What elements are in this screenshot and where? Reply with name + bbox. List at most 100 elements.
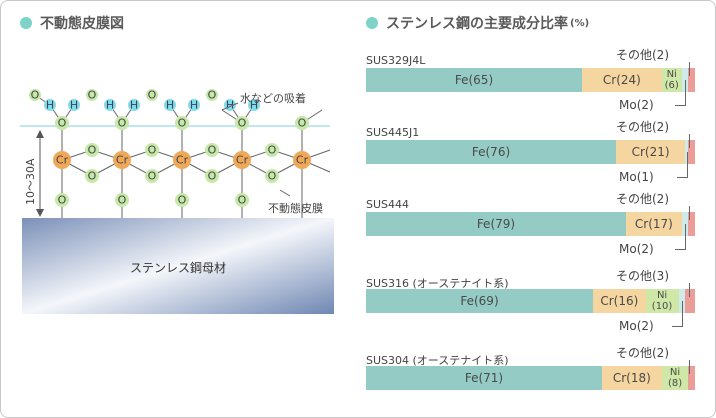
oxygen-atom-circle (175, 193, 189, 207)
oxygen-atom: O (295, 116, 309, 130)
callout-leader (677, 177, 688, 178)
thickness-label: 10～30A (24, 158, 37, 205)
composition-bar: Fe(65)Cr(24) Ni(6) (366, 68, 695, 92)
callout-other: その他(2) (616, 48, 669, 62)
oxygen-atom-symbol: O (148, 144, 157, 157)
callout-leader (689, 206, 690, 220)
oxygen-atom-symbol: O (238, 194, 247, 207)
oxygen-atom: O (175, 193, 189, 207)
water-label: 水などの吸着 (240, 91, 306, 105)
callout-other: その他(2) (616, 346, 669, 360)
oxygen-atom: O (86, 89, 98, 102)
oxygen-atom-circle (175, 116, 189, 130)
hydrogen-atom-symbol: H (70, 99, 78, 112)
oxygen-atom-symbol: O (178, 117, 187, 130)
chromium-atom: Cr (53, 151, 71, 169)
oxygen-atom-circle (145, 169, 159, 183)
oxygen-atom-circle (55, 116, 69, 130)
oxygen-atom-circle (205, 143, 219, 157)
chromium-atom-symbol: Cr (176, 154, 189, 167)
heading-bullet-icon (20, 17, 32, 29)
chromium-atom-circle (53, 151, 71, 169)
left-heading: 不動態皮膜図 (20, 13, 124, 33)
hydrogen-atom-symbol: H (130, 99, 138, 112)
bar-segment-fe: Fe(71) (366, 366, 602, 390)
oxygen-atom: O (265, 169, 279, 183)
callout-leader (685, 224, 686, 250)
composition-bar: Fe(69)Cr(16)Ni(10) (366, 289, 695, 313)
hydrogen-atom-circle (104, 99, 116, 111)
hydrogen-atom-symbol: H (166, 99, 174, 112)
chromium-atom-circle (233, 151, 251, 169)
composition-bar: Fe(71)Cr(18)Ni(8) (366, 366, 695, 390)
oxygen-atom: O (265, 143, 279, 157)
oxygen-atom: O (115, 193, 129, 207)
bar-segment-other (685, 289, 695, 313)
bar-segment-cr: Cr(16) (593, 289, 646, 313)
oxygen-atom-circle (115, 116, 129, 130)
oxygen-atom-symbol: O (88, 170, 97, 183)
hydrogen-atom: H (104, 99, 116, 112)
oxygen-atom: O (205, 143, 219, 157)
bar-segment-cr: Cr(24) (582, 68, 662, 92)
oxygen-atom-symbol: O (118, 194, 127, 207)
right-heading-unit: (%) (570, 17, 590, 29)
segment-label: Ni (666, 69, 677, 80)
hydrogen-atom-symbol: H (46, 99, 54, 112)
bar-segment-fe: Fe(65) (366, 68, 582, 92)
callout-leader (685, 80, 686, 106)
hydrogen-atom-symbol: H (226, 99, 234, 112)
film-label: 不動態皮膜 (268, 201, 323, 215)
callout-leader (689, 283, 690, 297)
chromium-atom-symbol: Cr (116, 154, 129, 167)
callout-leader (672, 326, 683, 327)
bar-segment-cr: Cr(21) (616, 140, 686, 164)
chromium-atom-symbol: Cr (236, 154, 249, 167)
bar-segment-ni: Ni(10) (645, 289, 679, 313)
segment-value: (6) (664, 80, 679, 91)
oxygen-atom-symbol: O (88, 89, 97, 102)
oxygen-atom-symbol: O (118, 117, 127, 130)
oxygen-atom: O (235, 116, 249, 130)
oxygen-atom-symbol: O (88, 144, 97, 157)
oxygen-atom-symbol: O (208, 144, 217, 157)
bar-segment-fe: Fe(76) (366, 140, 617, 164)
oxygen-atom: O (145, 169, 159, 183)
oxygen-atom-circle (146, 89, 158, 101)
hydrogen-atom-circle (68, 99, 80, 111)
oxygen-atom-symbol: O (208, 89, 217, 102)
oxygen-atom-symbol: O (58, 117, 67, 130)
oxygen-atom-circle (85, 169, 99, 183)
callout-mo: Mo(2) (619, 319, 654, 333)
chromium-atom: Cr (113, 151, 131, 169)
oxygen-atom-circle (295, 116, 309, 130)
oxygen-atom: O (146, 89, 158, 102)
chromium-atom-symbol: Cr (56, 154, 69, 167)
callout-other: その他(3) (616, 269, 669, 283)
hydrogen-atom: H (164, 99, 176, 112)
oxygen-atom-circle (235, 116, 249, 130)
oxygen-atom-symbol: O (31, 89, 40, 102)
chromium-atom: Cr (173, 151, 191, 169)
left-heading-text: 不動態皮膜図 (40, 16, 124, 32)
composition-bar: Fe(76)Cr(21) (366, 140, 695, 164)
oxygen-atom-circle (235, 193, 249, 207)
oxygen-atom-circle (55, 193, 69, 207)
chromium-atom-circle (293, 151, 311, 169)
oxygen-atom-symbol: O (148, 170, 157, 183)
oxygen-atom-circle (205, 169, 219, 183)
oxygen-atom: O (206, 89, 218, 102)
grade-label: SUS444 (366, 198, 410, 211)
oxygen-atom-symbol: O (268, 170, 277, 183)
oxygen-atom-symbol: O (208, 170, 217, 183)
hydrogen-atom: H (128, 99, 140, 112)
bar-segment-fe: Fe(79) (366, 212, 626, 236)
oxygen-atom-symbol: O (268, 144, 277, 157)
callout-leader (689, 62, 690, 76)
hydrogen-atom: H (44, 99, 56, 112)
callout-leader (682, 301, 683, 327)
heading-bullet-icon (366, 17, 378, 29)
grade-label: SUS445J1 (366, 126, 420, 139)
callout-mo: Mo(2) (619, 98, 654, 112)
